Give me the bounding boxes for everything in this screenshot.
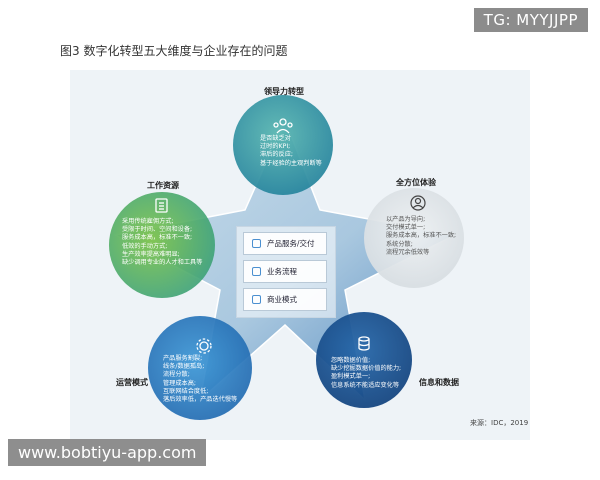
issue-line: 滞后的反应;	[260, 151, 294, 159]
issue-line: 服务成本高，标准不一致;	[122, 234, 193, 242]
process-icon	[252, 267, 261, 276]
source-note: 来源：IDC，2019	[470, 419, 529, 427]
issue-line: 管理成本高;	[163, 379, 197, 387]
issue-line: 忽略数据价值;	[331, 357, 371, 364]
watermark-bottom: www.bobtiyu-app.com	[8, 439, 207, 466]
label-operations: 运营模式	[116, 378, 148, 387]
issue-line: 受限于时间、空间和设备;	[122, 226, 193, 234]
issue-line: 生产效率提高难明显;	[122, 250, 180, 258]
issue-line: 过时的KPI;	[260, 143, 291, 151]
gear-icon	[196, 338, 212, 354]
issue-line: 落后效率低，产品迭代慢等	[163, 396, 238, 404]
issue-line: 基于经验的主观判断等	[260, 159, 322, 167]
model-icon	[252, 295, 261, 304]
circle-leadership	[233, 95, 333, 195]
issue-line: 采用传统雇佣方式;	[122, 218, 174, 225]
issue-line: 流程分散;	[163, 371, 190, 379]
issue-line: 流程冗余低效等	[386, 248, 430, 256]
center-item-business-model: 商业模式	[243, 288, 327, 311]
issue-line: 交付模式单一;	[386, 224, 426, 232]
center-item-label: 产品服务/交付	[267, 239, 315, 248]
issue-line: 盈利模式单一;	[331, 373, 371, 381]
label-data: 信息和数据	[419, 378, 459, 387]
center-item-label: 商业模式	[267, 295, 297, 304]
figure-title: 图3 数字化转型五大维度与企业存在的问题	[60, 44, 288, 58]
watermark-top: TG: MYYJJPP	[473, 8, 588, 32]
core-elements-box: 产品服务/交付 业务流程 商业模式	[236, 226, 336, 318]
issue-line: 产品服务割裂;	[163, 355, 203, 362]
issue-line: 缺少挖掘数据价值的能力;	[331, 365, 402, 373]
user-icon	[410, 195, 426, 211]
document-icon	[155, 198, 168, 213]
team-icon	[273, 118, 293, 134]
experience-issues: 以产品为导向; 交付模式单一; 服务成本高，标准不一致; 系统分散; 流程冗余低…	[386, 216, 456, 257]
issue-line: 线条/数据孤岛;	[163, 363, 205, 371]
label-experience: 全方位体验	[396, 178, 436, 187]
workforce-issues: 采用传统雇佣方式; 受限于时间、空间和设备; 服务成本高，标准不一致; 低效的手…	[122, 218, 202, 267]
issue-line: 以产品为导向;	[386, 216, 426, 223]
center-item-product-delivery: 产品服务/交付	[243, 232, 327, 255]
circle-operations	[148, 316, 252, 420]
delivery-icon	[252, 239, 261, 248]
leadership-issues: 是否缺乏对 过时的KPI; 滞后的反应; 基于经验的主观判断等	[260, 135, 322, 168]
issue-line: 互联网结合度低;	[163, 387, 209, 395]
issue-line: 是否缺乏对	[260, 135, 291, 142]
operations-issues: 产品服务割裂; 线条/数据孤岛; 流程分散; 管理成本高; 互联网结合度低; 落…	[163, 355, 237, 404]
label-workforce: 工作资源	[147, 181, 179, 190]
issue-line: 服务成本高，标准不一致;	[386, 232, 457, 240]
circle-experience	[364, 188, 464, 288]
center-item-business-process: 业务流程	[243, 260, 327, 283]
center-item-label: 业务流程	[267, 267, 297, 276]
circle-workforce	[109, 192, 215, 298]
circle-data	[316, 312, 412, 408]
label-leadership: 领导力转型	[264, 87, 304, 96]
database-icon	[358, 336, 370, 351]
issue-line: 缺少调用专业的人才和工具等	[122, 259, 203, 267]
issue-line: 系统分散;	[386, 240, 413, 248]
data-issues: 忽略数据价值; 缺少挖掘数据价值的能力; 盈利模式单一; 信息系统不能适应变化等	[331, 357, 401, 390]
issue-line: 低效的手动方式;	[122, 242, 168, 250]
issue-line: 信息系统不能适应变化等	[331, 381, 400, 389]
